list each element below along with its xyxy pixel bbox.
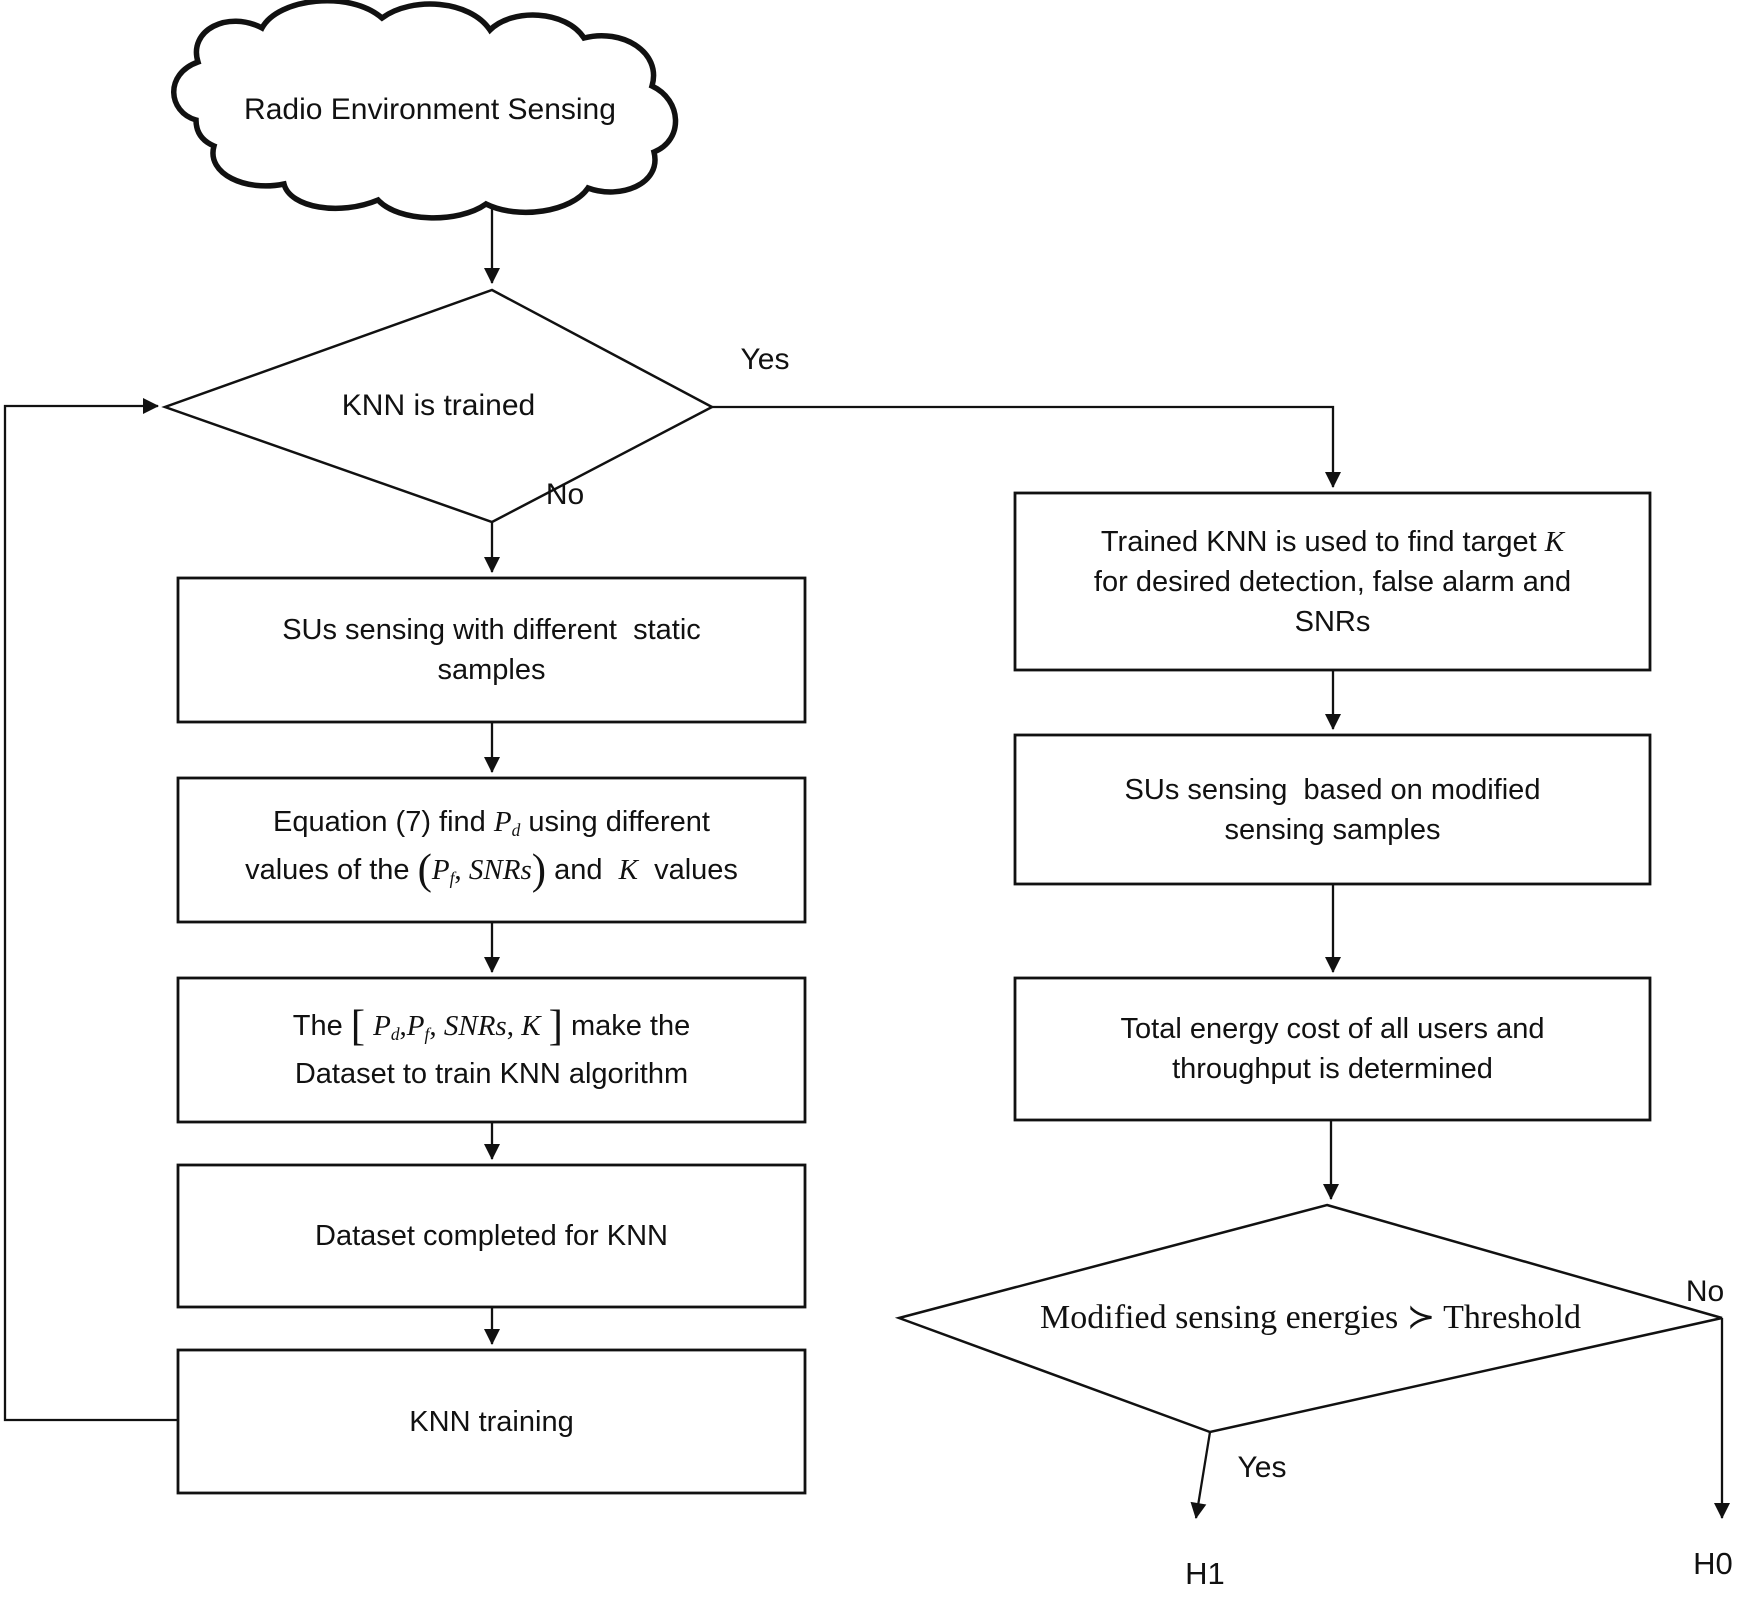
edge-label-no-top: No bbox=[545, 478, 585, 511]
edge-label-no-bottom: No bbox=[1685, 1275, 1725, 1308]
box-trained-knn-target bbox=[1013, 491, 1652, 672]
edge-yes-to-h1 bbox=[1190, 1431, 1212, 1519]
terminal-h0-label: H0 bbox=[1693, 1546, 1733, 1581]
edge-training-loop-to-decision bbox=[3, 398, 178, 1422]
terminal-h1-label: H1 bbox=[1185, 1556, 1225, 1591]
cloud-shape bbox=[171, 0, 679, 221]
box-knn-training-label: KNN training bbox=[409, 1405, 574, 1438]
box-dataset-make bbox=[176, 976, 807, 1124]
edge-label-yes-bottom: Yes bbox=[1237, 1451, 1287, 1484]
box-equation-pd bbox=[176, 776, 807, 924]
box-knn-training bbox=[176, 1348, 807, 1495]
box-dataset-completed bbox=[176, 1163, 807, 1309]
edge-yes-to-trained-knn bbox=[712, 405, 1341, 488]
box-sus-static bbox=[176, 576, 807, 724]
box-total-energy bbox=[1013, 976, 1652, 1122]
box-dataset-completed-label: Dataset completed for KNN bbox=[315, 1220, 668, 1252]
decision-threshold-label: Modified sensing energies ≻ Threshold bbox=[1040, 1299, 1581, 1336]
cloud-label: Radio Environment Sensing bbox=[244, 93, 616, 126]
edge-label-yes-top: Yes bbox=[740, 343, 790, 376]
box-sus-modified bbox=[1013, 733, 1652, 886]
decision-knn-trained-label: KNN is trained bbox=[341, 389, 536, 422]
